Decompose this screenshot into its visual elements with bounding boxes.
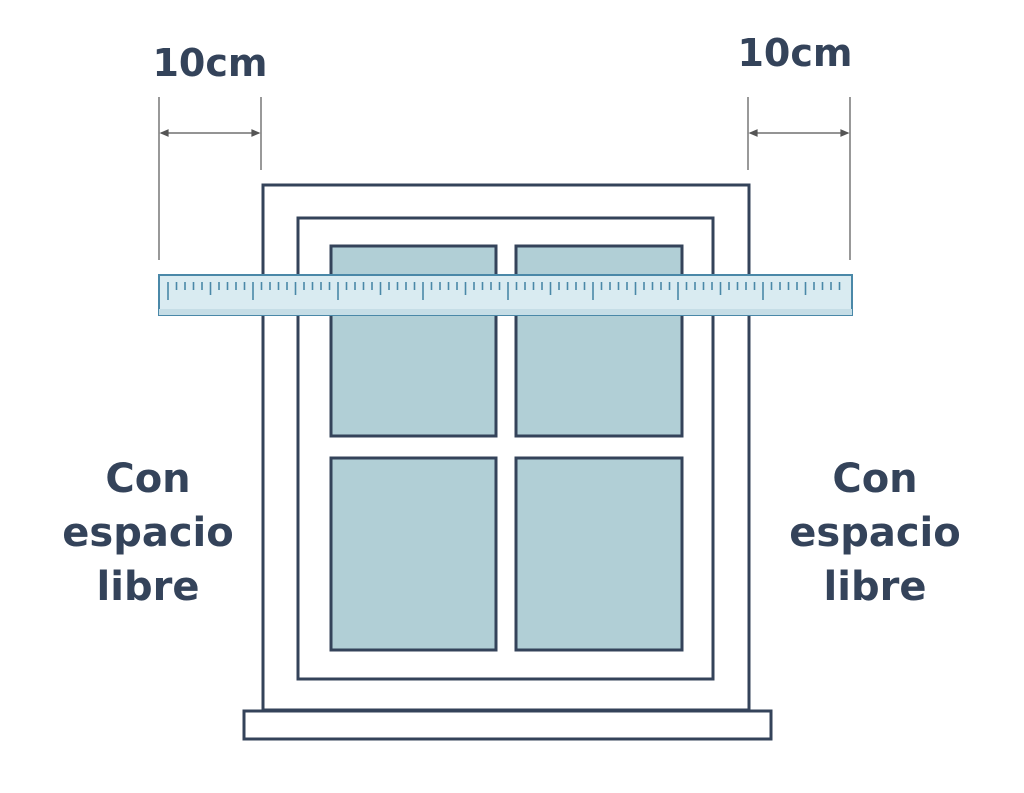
pane-bottom-left <box>329 456 498 652</box>
left-note-line-2: espacio <box>62 510 234 556</box>
window-icon <box>242 183 773 741</box>
window-sill <box>242 709 773 741</box>
right-note-line-1: Con <box>832 456 918 502</box>
measuring-tape-icon <box>158 274 853 316</box>
left-measure-label: 10cm <box>152 41 268 85</box>
left-dimension-marker <box>158 97 262 260</box>
right-dimension-marker <box>747 97 851 260</box>
pane-bottom-right <box>514 456 684 652</box>
left-note: Con espacio libre <box>48 452 248 614</box>
right-note-line-2: espacio <box>789 510 961 556</box>
left-note-line-3: libre <box>96 564 200 610</box>
tape-body <box>158 274 853 316</box>
left-note-line-1: Con <box>105 456 191 502</box>
tape-ticks <box>167 282 841 300</box>
right-measure-label: 10cm <box>737 31 853 75</box>
right-note: Con espacio libre <box>775 452 975 614</box>
right-note-line-3: libre <box>823 564 927 610</box>
